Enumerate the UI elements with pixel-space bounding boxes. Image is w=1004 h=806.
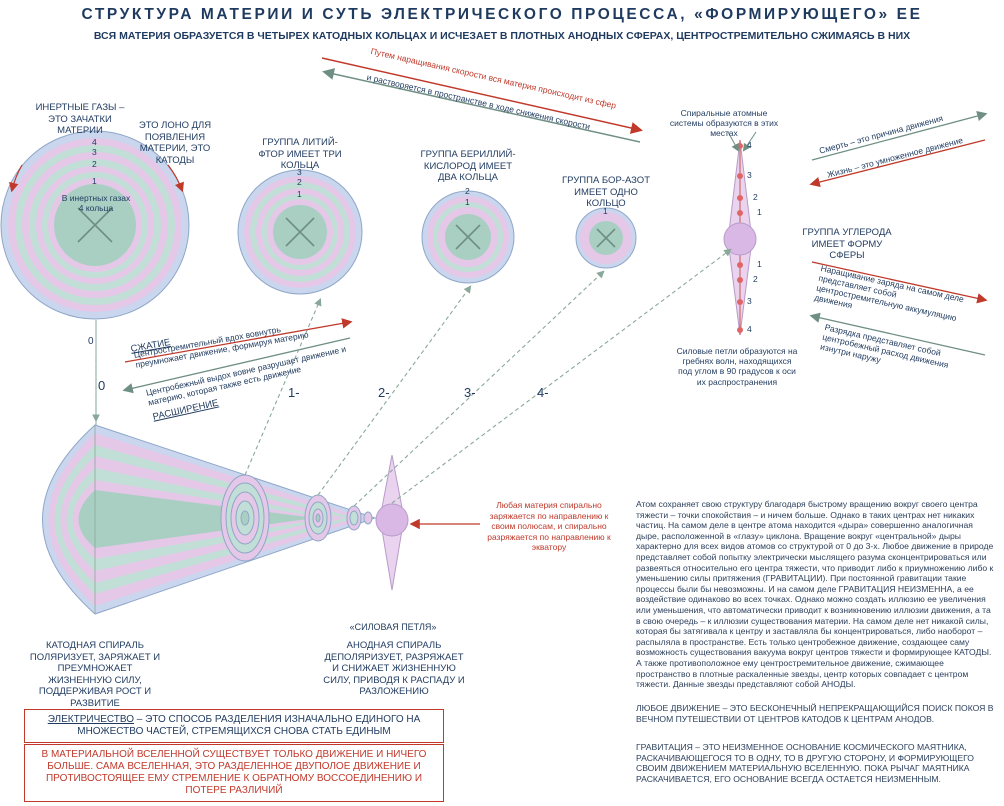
spindle-number-3-bottom: 3	[747, 296, 752, 306]
motion-paragraph: ЛЮБОЕ ДВИЖЕНИЕ – ЭТО БЕСКОНЕЧНЫЙ НЕПРЕКР…	[636, 703, 994, 724]
beryllium-ring-2: 2	[465, 186, 470, 196]
ring-number-1: 1	[92, 176, 97, 186]
cathode-cone	[42, 424, 377, 615]
stage-4-label: 4-	[537, 385, 549, 400]
universe-box: В МАТЕРИАЛЬНОЙ ВСЕЛЕННОЙ СУЩЕСТВУЕТ ТОЛЬ…	[24, 744, 444, 802]
cross-arrows-icon	[77, 207, 616, 250]
page-subtitle: ВСЯ МАТЕРИЯ ОБРАЗУЕТСЯ В ЧЕТЫРЕХ КАТОДНЫ…	[93, 30, 911, 42]
compression-arrow	[124, 318, 353, 363]
electricity-term: ЭЛЕКТРИЧЕСТВО	[47, 714, 135, 725]
rotation-arrow-right	[167, 164, 184, 193]
spindle-number-4-bottom: 4	[747, 324, 752, 334]
electricity-definition: – ЭТО СПОСОБ РАЗДЕЛЕНИЯ ИЗНАЧАЛЬНО ЕДИНО…	[77, 714, 421, 737]
page-title: СТРУКТУРА МАТЕРИИ И СУТЬ ЭЛЕКТРИЧЕСКОГО …	[81, 6, 923, 23]
top-gray-arrow	[322, 68, 641, 143]
spindle-number-1-bottom: 1	[757, 259, 762, 269]
inert-inner-label: В инертных газах 4 кольца	[61, 193, 131, 213]
ring-number-3: 3	[92, 147, 97, 157]
spindle-number-3-top: 3	[747, 170, 752, 180]
lithium-ring-2: 2	[297, 177, 302, 187]
spiral-pointer-right	[742, 131, 757, 152]
boron-ring-1: 1	[603, 206, 608, 216]
carbon-label: ГРУППА УГЛЕРОДА ИМЕЕТ ФОРМУ СФЕРЫ	[802, 227, 892, 261]
electricity-box: ЭЛЕКТРИЧЕСТВО – ЭТО СПОСОБ РАЗДЕЛЕНИЯ ИЗ…	[24, 709, 444, 743]
zero-label: 0	[88, 336, 94, 347]
zero-big-label: 0	[98, 378, 106, 393]
spiral-systems-label: Спиральные атомные системы образуются в …	[669, 108, 779, 138]
beryllium-label: ГРУППА БЕРИЛЛИЙ-КИСЛОРОД ИМЕЕТ ДВА КОЛЬЦ…	[420, 149, 516, 183]
spiral-pointer-left	[727, 131, 739, 152]
inert-gases-label: ИНЕРТНЫЕ ГАЗЫ – ЭТО ЗАЧАТКИ МАТЕРИИ	[35, 102, 125, 136]
lithium-ring-3: 3	[297, 167, 302, 177]
beryllium-ring-1: 1	[465, 197, 470, 207]
carbon-spindle	[723, 139, 757, 336]
stage-1-label: 1-	[288, 385, 300, 400]
force-loops-label: Силовые петли образуются на гребнях волн…	[676, 346, 798, 387]
force-loop-spindle	[375, 454, 409, 591]
expansion-arrow	[122, 337, 351, 394]
anode-spiral-label: АНОДНАЯ СПИРАЛЬ ДЕПОЛЯРИЗУЕТ, РАЗРЯЖАЕТ …	[323, 640, 465, 697]
cathode-spiral-label: КАТОДНАЯ СПИРАЛЬ ПОЛЯРИЗУЕТ, ЗАРЯЖАЕТ И …	[29, 640, 161, 709]
lithium-label: ГРУППА ЛИТИЙ-ФТОР ИМЕЕТ ТРИ КОЛЬЦА	[258, 137, 342, 171]
top-red-arrow	[321, 57, 643, 134]
force-loop-label: «СИЛОВАЯ ПЕТЛЯ»	[349, 622, 437, 632]
rotation-arrow-left	[9, 164, 23, 193]
any-matter-label: Любая материя спирально заряжается по на…	[487, 500, 611, 552]
spindle-number-4-top: 4	[747, 140, 752, 150]
dashed-connectors	[92, 248, 732, 507]
discharge-arrow	[809, 312, 986, 356]
spindle-number-1-top: 1	[757, 207, 762, 217]
main-paragraph: Атом сохраняет свою структуру благодаря …	[636, 499, 994, 690]
boron-label: ГРУППА БОР-АЗОТ ИМЕЕТ ОДНО КОЛЬЦО	[561, 175, 650, 209]
lithium-ring-1: 1	[297, 189, 302, 199]
death-arrow	[811, 110, 988, 161]
life-arrow	[809, 139, 986, 188]
cone-rings	[220, 474, 373, 562]
ring-number-4: 4	[92, 137, 97, 147]
ring-number-2: 2	[92, 159, 97, 169]
stage-3-label: 3-	[464, 385, 476, 400]
stage-2-label: 2-	[378, 385, 390, 400]
charge-arrow	[811, 261, 988, 304]
gravity-paragraph: ГРАВИТАЦИЯ – ЭТО НЕИЗМЕННОЕ ОСНОВАНИЕ КО…	[636, 742, 974, 784]
womb-label: ЭТО ЛОНО ДЛЯ ПОЯВЛЕНИЯ МАТЕРИИ, ЭТО КАТО…	[138, 120, 212, 166]
spindle-number-2-bottom: 2	[753, 274, 758, 284]
spindle-number-2-top: 2	[753, 192, 758, 202]
